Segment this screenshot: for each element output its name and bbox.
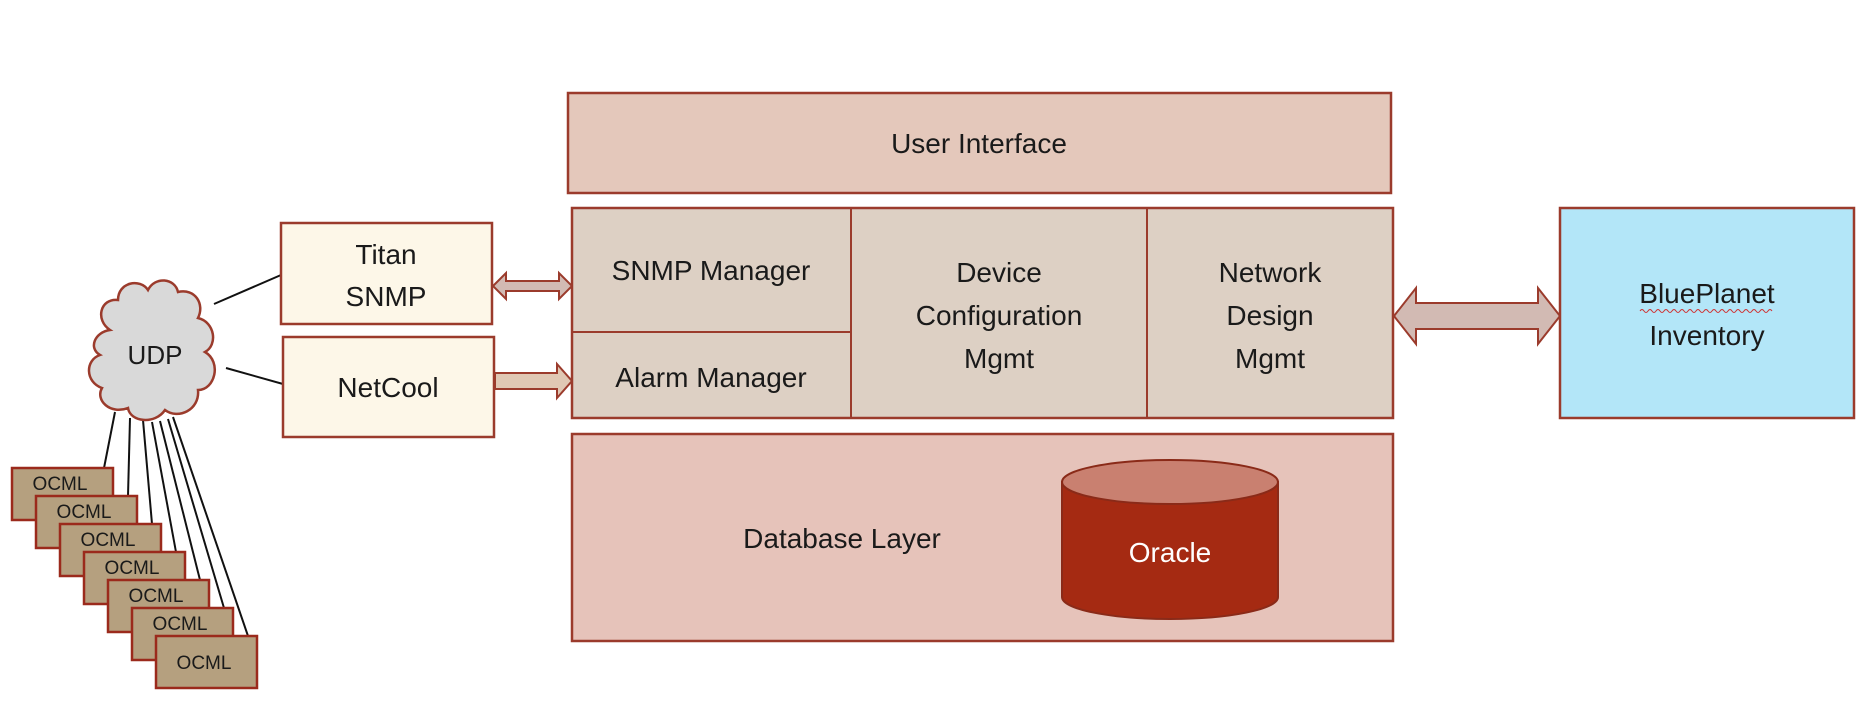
ocml-label: OCML <box>81 530 136 551</box>
titan-label-line1: Titan <box>355 239 416 270</box>
ocml-device-box: OCML <box>154 634 259 690</box>
ocml-connector <box>142 419 153 525</box>
udp-cloud: UDP <box>87 279 216 422</box>
database-layer: Database Layer Oracle <box>570 432 1395 643</box>
user-interface-label: User Interface <box>891 128 1067 159</box>
connector-netcool <box>225 367 284 385</box>
ocml-connector <box>167 418 225 609</box>
cloud-shape <box>87 279 216 422</box>
network-design-line3: Mgmt <box>1235 343 1305 374</box>
device-config-line3: Mgmt <box>964 343 1034 374</box>
connector-titan <box>213 274 282 305</box>
device-config-line2: Configuration <box>916 300 1083 331</box>
ocml-connector <box>127 417 131 497</box>
netcool-label: NetCool <box>337 372 438 403</box>
blueplanet-inventory-box: BluePlanet Inventory <box>1558 206 1856 420</box>
netcool-alarm-arrow <box>494 361 574 401</box>
ocml-connector <box>172 416 249 637</box>
titan-snmp-box: Titan SNMP <box>279 221 494 326</box>
network-design-line1: Network <box>1219 257 1323 288</box>
titan-label-line2: SNMP <box>346 281 427 312</box>
user-interface-layer: User Interface <box>566 91 1393 195</box>
snmp-manager-label: SNMP Manager <box>612 255 811 286</box>
inventory-line2: Inventory <box>1649 320 1764 351</box>
network-design-line2: Design <box>1226 300 1313 331</box>
ocml-label: OCML <box>57 502 112 523</box>
ocml-label: OCML <box>153 614 208 635</box>
ocml-label: OCML <box>33 474 88 495</box>
ocml-connector <box>159 420 201 581</box>
alarm-manager-label: Alarm Manager <box>615 362 806 393</box>
ocml-connector <box>103 411 116 469</box>
modules-layer: SNMP Manager Alarm Manager Device Config… <box>570 206 1395 420</box>
oracle-database-icon: Oracle <box>1061 459 1279 620</box>
ocml-device-stack: OCML OCML OCML OCML OCML OCML OCML <box>10 411 259 690</box>
ocml-label: OCML <box>129 586 184 607</box>
titan-snmp-double-arrow <box>491 270 574 302</box>
inventory-line1: BluePlanet <box>1639 278 1775 309</box>
cloud-connectors <box>213 274 284 385</box>
inventory-double-arrow <box>1392 285 1562 347</box>
ocml-label: OCML <box>105 558 160 579</box>
cloud-label: UDP <box>128 340 183 370</box>
oracle-label: Oracle <box>1129 537 1211 568</box>
ocml-label: OCML <box>177 653 232 674</box>
ocml-connector <box>151 421 177 553</box>
spellcheck-underline <box>1639 309 1773 313</box>
device-config-line1: Device <box>956 257 1042 288</box>
netcool-box: NetCool <box>281 335 496 439</box>
database-layer-label: Database Layer <box>743 523 941 554</box>
